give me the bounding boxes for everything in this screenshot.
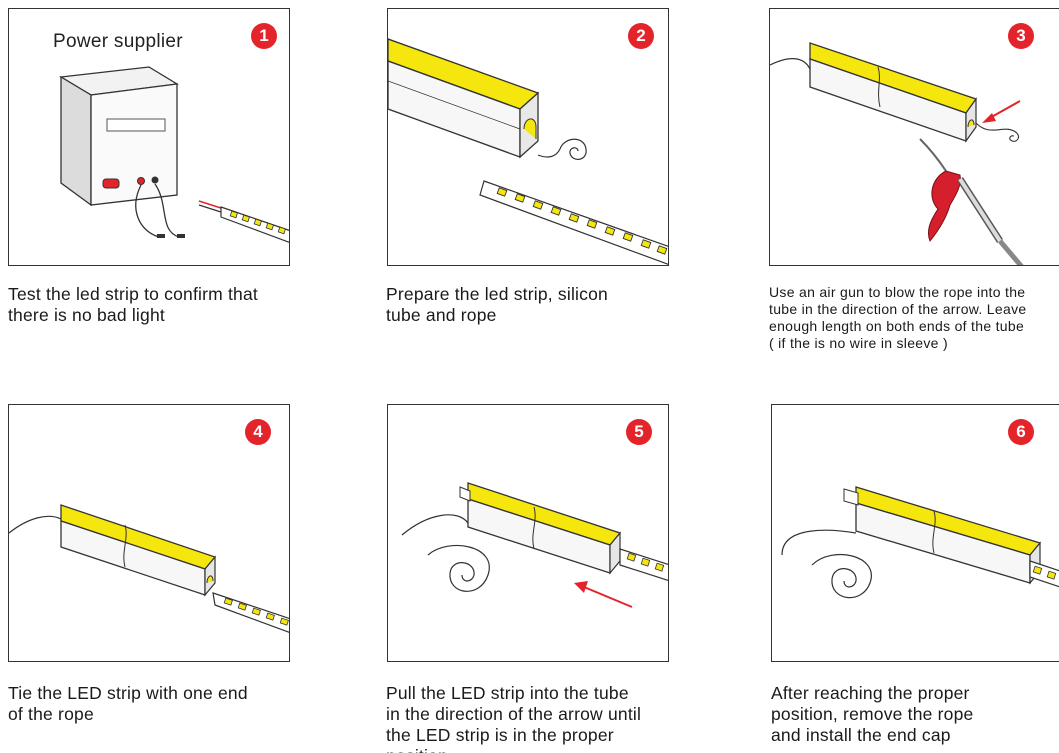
power-supply-illustration [59,66,289,243]
step-2-panel: 2 [387,8,669,266]
step-3-caption: Use an air gun to blow the rope into the… [769,284,1027,351]
step-1-panel: Power supplier 1 [8,8,290,266]
pull-strip-illustration [401,482,668,608]
step-6-caption: After reaching the proper position, remo… [771,683,974,745]
step-4-badge: 4 [245,419,271,445]
step-5-panel: 5 [387,404,669,662]
step-6-panel: 6 [771,404,1059,662]
step-1-caption: Test the led strip to confirm that there… [8,284,258,325]
step-4-caption: Tie the LED strip with one end of the ro… [8,683,248,724]
step-3-panel: 3 [769,8,1059,266]
step-3-badge: 3 [1008,23,1034,49]
power-supplier-label: Power supplier [53,31,183,52]
air-gun-illustration [770,42,1024,265]
step-6-badge: 6 [1008,419,1034,445]
tube-rope-strip-illustration [388,38,668,265]
step-5-caption: Pull the LED strip into the tube in the … [386,683,642,753]
step-2-caption: Prepare the led strip, silicon tube and … [386,284,608,325]
tie-strip-illustration [9,504,289,633]
end-cap-illustration [781,486,1059,599]
step-2-badge: 2 [628,23,654,49]
step-5-badge: 5 [626,419,652,445]
step-4-panel: 4 [8,404,290,662]
step-1-badge: 1 [251,23,277,49]
